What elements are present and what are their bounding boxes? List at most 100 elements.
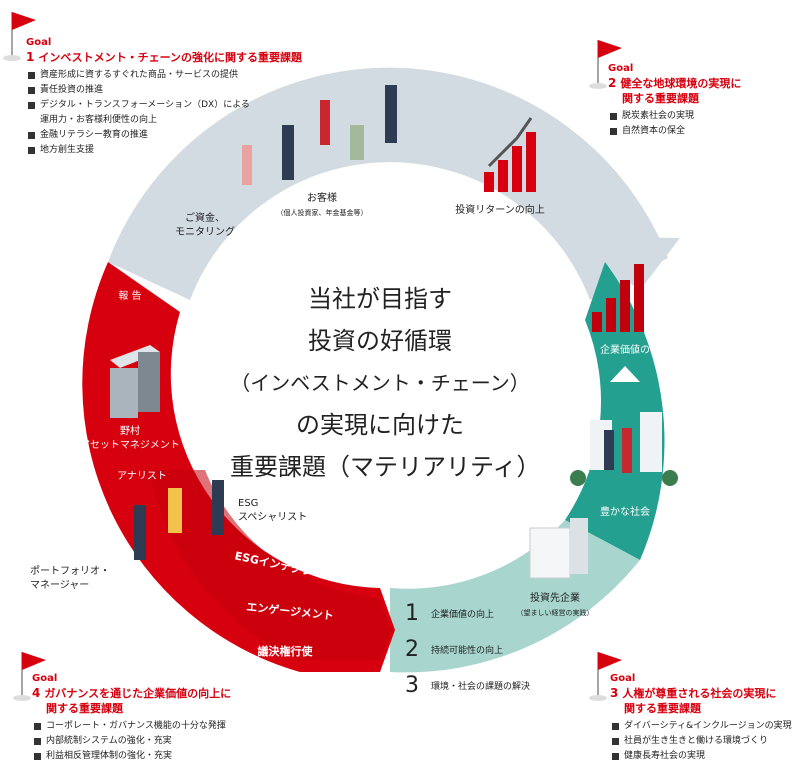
staff-figures	[134, 480, 224, 560]
goal-3-list: ダイバーシティ&インクルージョンの実現 社員が生き生きと働ける環境づくり 健康長…	[610, 719, 800, 764]
goal-2-list: 脱炭素社会の実現 自然資本の保全	[608, 109, 798, 139]
list-item-text: デジタル・トランスフォーメーション（DX）による	[40, 100, 250, 110]
list-item: 社員が生き生きと働ける環境づくり	[610, 734, 800, 749]
center-title-line: 当社が目指す	[308, 285, 452, 313]
return-bar-chart	[484, 117, 536, 192]
investee-label: 投資先企業 （望ましい経営の実践）	[500, 592, 610, 620]
step-text: 環境・社会の課題の解決	[431, 681, 531, 692]
rich-society-label: 豊かな社会	[600, 507, 650, 518]
customers-label: お客様 （個人投資家、年金基金等）	[262, 192, 382, 220]
list-item: 内部統制システムの強化・充実	[32, 734, 322, 749]
center-title-line: （インベストメント・チェーン）	[230, 371, 530, 395]
customers-text: お客様	[307, 193, 337, 204]
center-title: 当社が目指す 投資の好循環 （インベストメント・チェーン） の実現に向けた 重要…	[230, 278, 541, 488]
list-item: 責任投資の推進	[26, 83, 356, 98]
society-arc	[565, 262, 665, 560]
corporate-value-label: 企業価値の向上	[600, 345, 670, 356]
funds-monitoring-label: ご資金、 モニタリング	[155, 212, 255, 240]
report-label: 報 告	[118, 291, 142, 302]
grey-arrow-head	[560, 236, 680, 290]
goal-4-title-line2: 関する重要課題	[46, 702, 123, 715]
goal-1-title-text: インベストメント・チェーンの強化に関する重要課題	[38, 51, 303, 64]
goal3-flag-graphic	[589, 652, 622, 701]
customers-sub: （個人投資家、年金基金等）	[276, 209, 368, 217]
goal-2-word: Goal	[608, 63, 634, 74]
goal-4-number: 4	[32, 686, 41, 700]
up-arrow	[610, 366, 640, 382]
goal-2-title-line2: 関する重要課題	[622, 92, 699, 105]
investee-building	[529, 518, 588, 579]
goal-2-title-line1: 健全な地球環境の実現に	[620, 77, 742, 90]
portfolio-manager-line: マネージャー	[30, 580, 90, 591]
goal-4-word: Goal	[32, 673, 58, 684]
goal2-flag-graphic	[589, 40, 622, 89]
proxy-voting-label: 議決権行使	[257, 645, 313, 658]
esg-specialist-line: スペシャリスト	[238, 512, 308, 523]
goal-3-title-line1: 人権が尊重される社会の実現に	[622, 687, 777, 700]
action-band	[150, 470, 392, 660]
esg-specialist-label: ESG スペシャリスト	[238, 497, 318, 525]
goal-4-title-line1: ガバナンスを通じた企業価値の向上に	[44, 687, 232, 700]
nomura-am-line: 野村	[120, 426, 140, 437]
step-number: 3	[405, 672, 419, 698]
esg-specialist-line: ESG	[238, 498, 259, 509]
step-number: 1	[405, 600, 419, 626]
nomura-building	[110, 345, 160, 418]
investment-return-label: 投資リターンの向上	[455, 205, 545, 216]
nomura-am-label: 野村 アセットマネジメント	[65, 425, 195, 453]
investee-sub: （望ましい経営の実践）	[516, 609, 594, 617]
list-item: コーポレート・ガバナンス機能の十分な発揮	[32, 719, 322, 734]
center-title-line: の実現に向けた	[296, 411, 464, 439]
analyst-label: アナリスト	[117, 471, 167, 482]
funds-monitoring-line: モニタリング	[175, 227, 235, 238]
center-title-line: 重要課題（マテリアリティ）	[230, 453, 541, 481]
goal-3-word: Goal	[610, 673, 636, 684]
list-item: 金融リテラシー教育の推進	[26, 128, 356, 143]
goal-3-title-line2: 関する重要課題	[624, 702, 701, 715]
goal-2-number: 2	[608, 76, 617, 90]
center-title-line: 投資の好循環	[308, 327, 452, 355]
goal-1-number: 1	[26, 50, 35, 64]
goal-1-list: 資産形成に資するすぐれた商品・サービスの提供 責任投資の推進 デジタル・トランス…	[26, 68, 356, 158]
list-item: ダイバーシティ&インクルージョンの実現	[610, 719, 800, 734]
steps-list: 1 企業価値の向上 2 持続可能性の向上 3 環境・社会の課題の解決	[405, 595, 530, 703]
step-number: 2	[405, 636, 419, 662]
goal1-flag-graphic	[3, 12, 36, 61]
investee-text: 投資先企業	[530, 593, 580, 604]
funds-monitoring-line: ご資金、	[185, 213, 225, 224]
list-item: 資産形成に資するすぐれた商品・サービスの提供	[26, 68, 356, 83]
customer-arc	[108, 67, 668, 300]
list-item: 自然資本の保全	[608, 124, 798, 139]
portfolio-manager-line: ポートフォリオ・	[30, 566, 110, 577]
customer-figures	[242, 85, 397, 185]
step-item: 2 持続可能性の向上	[405, 631, 530, 667]
nomura-arc	[82, 262, 395, 672]
goal4-flag-graphic	[13, 652, 46, 701]
step-item: 1 企業価値の向上	[405, 595, 530, 631]
list-item: デジタル・トランスフォーメーション（DX）による運用力・お客様利便性の向上	[26, 98, 356, 128]
list-item: 脱炭素社会の実現	[608, 109, 798, 124]
value-bar-chart	[592, 264, 644, 332]
step-text: 持続可能性の向上	[431, 645, 504, 656]
portfolio-manager-label: ポートフォリオ・ マネージャー	[30, 565, 130, 593]
step-item: 3 環境・社会の課題の解決	[405, 667, 530, 703]
society-people	[604, 428, 632, 473]
nomura-am-line: アセットマネジメント	[80, 440, 180, 451]
list-item: 健康長寿社会の実現	[610, 749, 800, 764]
list-item-text-cont: 運用力・お客様利便性の向上	[40, 115, 158, 125]
list-item: 利益相反管理体制の強化・充実	[32, 749, 322, 764]
goal-4-list: コーポレート・ガバナンス機能の十分な発揮 内部統制システムの強化・充実 利益相反…	[32, 719, 322, 764]
goal-3-number: 3	[610, 686, 619, 700]
step-text: 企業価値の向上	[431, 609, 495, 620]
list-item: 地方創生支援	[26, 143, 356, 158]
goal-1-word: Goal	[26, 37, 52, 48]
